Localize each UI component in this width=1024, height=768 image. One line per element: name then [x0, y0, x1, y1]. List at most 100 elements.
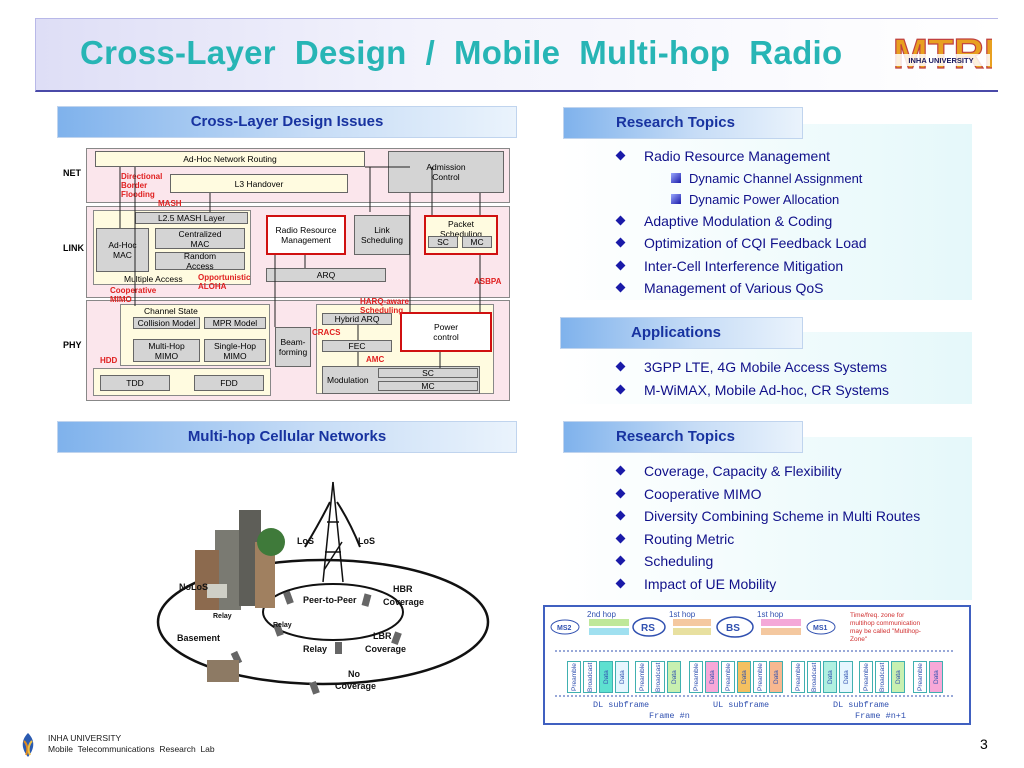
cross-layer-diagram: NET LINK PHY Ad-Hoc Network Routing Admi… [60, 146, 514, 404]
channel-state-label: Channel State [144, 306, 198, 316]
footer-university: INHA UNIVERSITY [48, 733, 122, 743]
research-topic-item: Management of Various QoS [614, 277, 969, 300]
random-access-box: Random Access [155, 251, 245, 271]
frame-cell-data: Data [705, 661, 719, 693]
section-header-research-1: Research Topics [563, 107, 803, 139]
harq-aware-label: HARQ-aware Scheduling [360, 297, 409, 315]
frame-n-plus-1: Frame #n+1 [855, 711, 907, 721]
arrow-2nd-hop [589, 619, 629, 626]
research-topic-item: Radio Resource Management [614, 145, 969, 168]
frame-cell-preamble: Preamble [753, 661, 767, 693]
frame-cell-broadcast: Broadcast [651, 661, 665, 693]
frame-cell-preamble: Preamble [913, 661, 927, 693]
slide-title: Cross-Layer Design / Mobile Multi-hop Ra… [80, 34, 843, 71]
power-control-box: Power control [400, 312, 492, 352]
page-number: 3 [980, 736, 988, 752]
application-item: 3GPP LTE, 4G Mobile Access Systems [614, 356, 969, 379]
footer-lab: Mobile Telecommunications Research Lab [48, 744, 215, 754]
label-relay-2: Relay [273, 622, 292, 629]
arrow-1st-hop-a-return [673, 628, 711, 635]
fec-box: FEC [322, 340, 392, 352]
section-title: Cross-Layer Design Issues [190, 113, 384, 130]
label-basement: Basement [177, 633, 220, 643]
research-topic-item: Impact of UE Mobility [614, 573, 969, 596]
beamforming-box: Beam- forming [275, 327, 311, 367]
logo-letters: MTRL [893, 30, 992, 77]
mod-mc-box: MC [378, 381, 478, 391]
outer-coverage-ellipse [156, 558, 490, 686]
building-icon [255, 542, 275, 608]
frame-structure-diagram: 2nd hop 1st hop 1st hop MS2 RS BS MS1 Ti… [543, 605, 971, 725]
multihop-zone-note: Time/freq. zone for multihop communicati… [850, 612, 921, 643]
frame-cell-preamble: Preamble [721, 661, 735, 693]
subframe-ul: UL subframe [713, 700, 770, 710]
node-ms2-label: MS2 [557, 625, 572, 632]
svg-text:Time/freq. zone for: Time/freq. zone for [850, 612, 905, 619]
label-nolos: NoLoS [179, 582, 208, 592]
label-hbr: HBR [393, 584, 413, 594]
section-header-research-2: Research Topics [563, 421, 803, 453]
arrow-1st-hop-b-return [761, 628, 801, 635]
research-topic-item: Scheduling [614, 550, 969, 573]
layer-label-link: LINK [63, 243, 84, 253]
building-icon [195, 550, 219, 610]
arrow-1st-hop-a [673, 619, 711, 626]
base-station-tower-icon [322, 481, 344, 583]
directional-flooding-label: Directional Border Flooding [121, 172, 163, 199]
label-los-2: LoS [358, 536, 375, 546]
frame-cell-broadcast: Broadcast [807, 661, 821, 693]
layer-label-net: NET [63, 168, 81, 178]
tree-icon [257, 528, 285, 556]
logo-subtitle: INHA UNIVERSITY [908, 56, 973, 65]
fdd-box: FDD [194, 375, 264, 391]
mpr-model-box: MPR Model [204, 317, 266, 329]
research-topic-item: Inter-Cell Interference Mitigation [614, 255, 969, 278]
label-relay-3: Relay [303, 644, 327, 654]
hop-label-1st-b: 1st hop [757, 610, 784, 619]
mash-layer-box: L2.5 MASH Layer [135, 212, 248, 224]
frame-cell-data: Data [929, 661, 943, 693]
frame-cell-preamble: Preamble [859, 661, 873, 693]
node-bs [716, 616, 754, 638]
label-no: No [348, 669, 360, 679]
node-rs [632, 617, 666, 637]
multihop-mimo-box: Multi-Hop MIMO [133, 339, 200, 362]
mtrl-logo: MTRL INHA UNIVERSITY [892, 29, 992, 78]
section-header-multihop: Multi-hop Cellular Networks [57, 421, 517, 453]
research-subtopic-item: Dynamic Power Allocation [614, 189, 969, 210]
packet-scheduling-box: Packet Scheduling [424, 215, 498, 255]
frame-cell-broadcast: Broadcast [875, 661, 889, 693]
svg-text:Zone": Zone" [850, 636, 868, 643]
hybrid-arq-box: Hybrid ARQ [322, 313, 392, 325]
arq-box: ARQ [266, 268, 386, 282]
title-bar [35, 18, 998, 92]
cracs-label: CRACS [312, 328, 341, 337]
frame-n: Frame #n [649, 711, 690, 721]
frame-cell-broadcast: Broadcast [583, 661, 597, 693]
label-relay-1: Relay [213, 613, 232, 620]
hop-label-2nd: 2nd hop [587, 610, 616, 619]
amc-label: AMC [366, 355, 385, 364]
mod-sc-box: SC [378, 368, 478, 378]
section-header-applications: Applications [560, 317, 803, 349]
frame-cell-preamble: Preamble [689, 661, 703, 693]
basement-car-icon [207, 660, 239, 682]
label-peer-to-peer: Peer-to-Peer [303, 595, 357, 605]
frame-cell-data: Data [823, 661, 837, 693]
arrow-2nd-hop-return [589, 628, 629, 635]
singlehop-mimo-box: Single-Hop MIMO [204, 339, 266, 362]
subframe-dl-2: DL subframe [833, 700, 890, 710]
sched-sc-box: SC [428, 236, 458, 248]
node-bs-label: BS [726, 623, 740, 634]
label-lbr: LBR [373, 631, 392, 641]
tdd-box: TDD [100, 375, 170, 391]
label-los-1: LoS [297, 536, 314, 546]
cooperative-mimo-label: Cooperative MIMO [110, 286, 157, 304]
section-title: Research Topics [616, 428, 735, 445]
label-lbr-coverage: Coverage [365, 644, 406, 654]
svg-text:multihop communication: multihop communication [850, 620, 920, 627]
